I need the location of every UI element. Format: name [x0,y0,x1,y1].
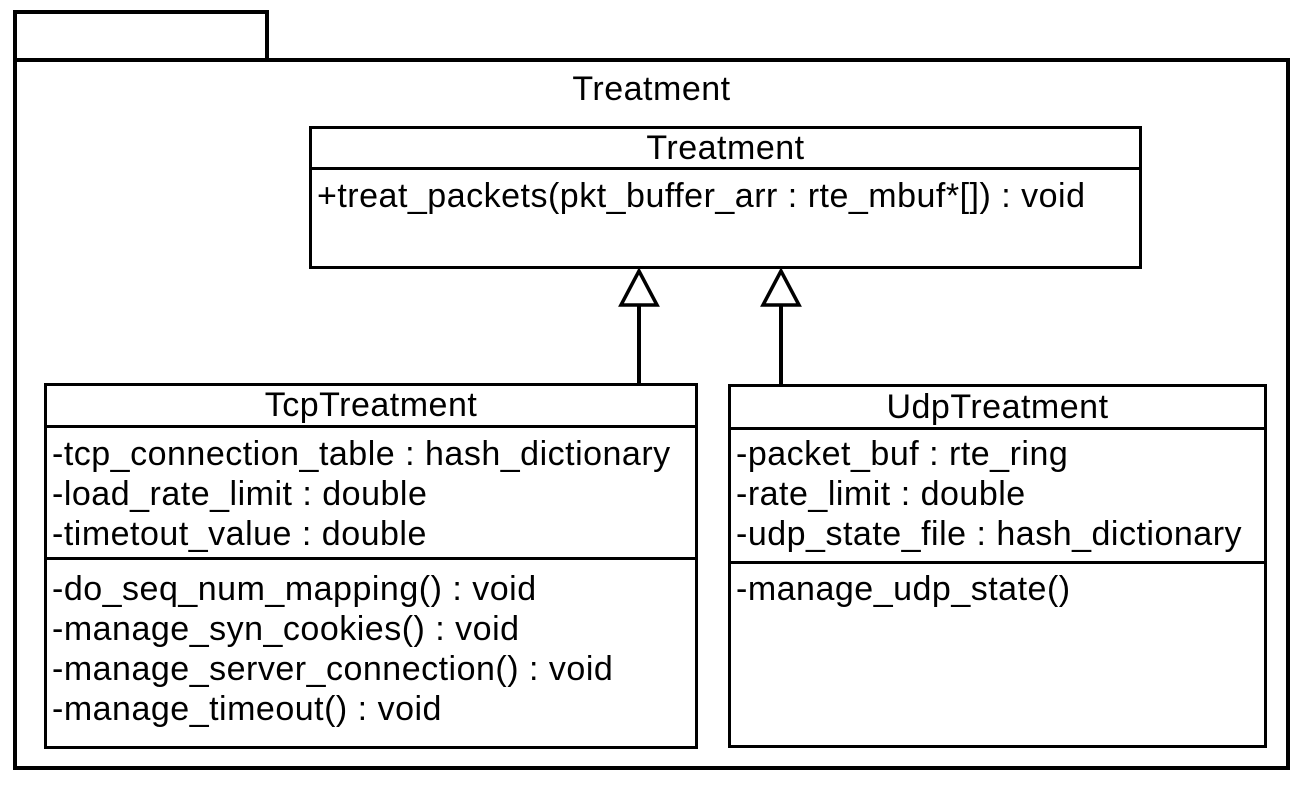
attribute-udp-state-file: -udp_state_file : hash_dictionary [736,515,1243,553]
class-box-treatment: Treatment +treat_packets(pkt_buffer_arr … [309,126,1142,269]
attribute-packet-buf: -packet_buf : rte_ring [736,435,1069,473]
class-title-tcp-treatment: TcpTreatment [264,386,478,424]
attribute-load-rate-limit: -load_rate_limit : double [52,475,428,513]
class-methods-compartment-treatment: +treat_packets(pkt_buffer_arr : rte_mbuf… [312,167,1139,266]
method-manage-server-connection: -manage_server_connection() : void [52,650,614,688]
class-box-tcp-treatment: TcpTreatment -tcp_connection_table : has… [44,383,698,749]
class-methods-compartment-udp: -manage_udp_state() [731,561,1264,745]
class-title-udp-treatment: UdpTreatment [886,387,1109,426]
attribute-rate-limit: -rate_limit : double [736,475,1026,513]
package-tab [13,10,269,62]
class-attributes-compartment-udp: -packet_buf : rte_ring -rate_limit : dou… [731,427,1264,561]
attribute-timetout-value: -timetout_value : double [52,515,427,553]
package-title: Treatment [572,70,731,108]
method-do-seq-num-mapping: -do_seq_num_mapping() : void [52,570,537,608]
method-treat-packets: +treat_packets(pkt_buffer_arr : rte_mbuf… [317,177,1086,215]
class-box-udp-treatment: UdpTreatment -packet_buf : rte_ring -rat… [728,384,1267,748]
class-attributes-compartment-tcp: -tcp_connection_table : hash_dictionary … [47,425,695,557]
method-manage-syn-cookies: -manage_syn_cookies() : void [52,610,520,648]
class-methods-compartment-tcp: -do_seq_num_mapping() : void -manage_syn… [47,557,695,746]
method-manage-timeout: -manage_timeout() : void [52,690,442,728]
method-manage-udp-state: -manage_udp_state() [736,570,1071,608]
class-title-treatment: Treatment [646,128,805,167]
attribute-tcp-connection-table: -tcp_connection_table : hash_dictionary [52,435,671,473]
